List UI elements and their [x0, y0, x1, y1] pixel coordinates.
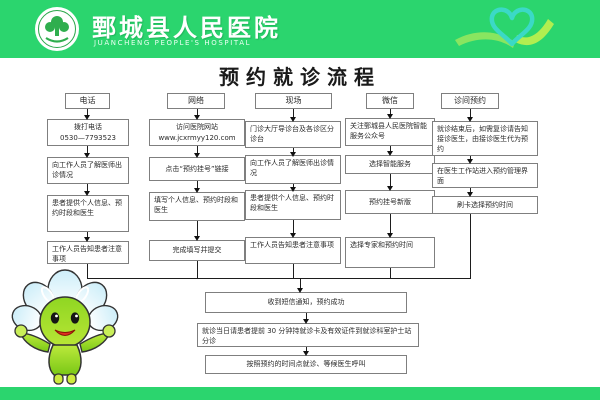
flow-arrow [84, 184, 90, 196]
flow-step: 选择专家和预约时间 [345, 237, 435, 268]
flow-arrow [194, 221, 200, 241]
flow-shared-step: 收到短信通知，预约成功 [205, 292, 407, 313]
flow-arrow [84, 146, 90, 158]
flow-step: 刷卡选择预约时间 [432, 196, 538, 214]
flow-connector-line [87, 264, 88, 278]
flow-arrow [290, 109, 296, 122]
flow-column-header-wechat: 微信 [366, 93, 414, 109]
flow-step: 点击“预约挂号”链接 [149, 157, 245, 181]
flow-bus-line [87, 278, 471, 279]
hospital-name-english: JUANCHENG PEOPLE'S HOSPITAL [94, 39, 252, 47]
flow-arrow [194, 146, 200, 158]
flow-step: 工作人员告知患者注意事项 [47, 241, 129, 264]
flow-column-header-onsite: 现场 [255, 93, 332, 109]
flow-step: 访问医院网站 www.jcxrmyy120.com [149, 119, 245, 146]
flow-step: 填写个人信息、预约时段和医生 [149, 192, 245, 221]
flow-arrow [303, 347, 309, 356]
flow-step: 关注鄄城县人民医院智能服务公众号 [345, 118, 435, 146]
header-band: 鄄城县人民医院 JUANCHENG PEOPLE'S HOSPITAL [0, 0, 600, 58]
flow-connector-line [390, 268, 391, 278]
flow-step: 选择智能服务 [345, 155, 435, 174]
flow-arrow [303, 313, 309, 324]
flow-connector-line [197, 261, 198, 278]
flow-step: 完成填写并提交 [149, 240, 245, 261]
flower-mascot-icon [11, 269, 119, 385]
flow-step: 预约挂号新版 [345, 190, 435, 214]
flow-arrow [387, 109, 393, 119]
flow-shared-step: 就诊当日请患者提前 30 分钟持就诊卡及有效证件到就诊科室护士站分诊 [197, 323, 419, 347]
flow-connector-line [293, 264, 294, 278]
flow-arrow [467, 188, 473, 197]
flow-step: 患者提供个人信息、预约时段和医生 [47, 195, 129, 232]
flow-arrow [194, 109, 200, 120]
flow-column-header-phone: 电话 [65, 93, 110, 109]
flow-step: 在医生工作站进入预约管理界面 [432, 163, 538, 188]
flow-arrow [467, 156, 473, 164]
flow-arrow [467, 109, 473, 122]
flow-column-header-network: 网络 [167, 93, 225, 109]
hospital-badge-logo-icon [35, 7, 79, 51]
flow-arrow [290, 184, 296, 192]
flow-arrow [297, 278, 303, 293]
flow-arrow [387, 146, 393, 156]
flow-column-header-clinic: 诊间预约 [441, 93, 499, 109]
flow-shared-step: 按照预约的时间点就诊、等候医生呼叫 [205, 355, 407, 374]
flow-arrow [290, 148, 296, 157]
flow-step: 向工作人员了解医师出诊情况 [245, 155, 341, 184]
flow-arrow [194, 181, 200, 193]
flow-arrow [387, 174, 393, 191]
hospital-name: 鄄城县人民医院 [92, 14, 281, 42]
footer-stripe [0, 387, 600, 400]
flow-arrow [387, 214, 393, 238]
flow-step: 工作人员告知患者注意事项 [245, 237, 341, 264]
flow-arrow [290, 220, 296, 238]
page-title: 预约就诊流程 [219, 65, 381, 89]
flow-arrow [84, 232, 90, 242]
flow-step: 拨打电话 0530—7793523 [47, 119, 129, 146]
flow-step: 门诊大厅导诊台及各诊区分诊台 [245, 121, 341, 148]
heart-ribbon-icon [455, 7, 554, 48]
flow-step: 就诊结束后，如需复诊请告知接诊医生，由接诊医生代为预约 [432, 121, 538, 156]
flow-arrow [84, 109, 90, 120]
flow-connector-line [470, 214, 471, 278]
flow-step: 向工作人员了解医师出诊情况 [47, 157, 129, 184]
flow-step: 患者提供个人信息、预约时段和医生 [245, 190, 341, 220]
